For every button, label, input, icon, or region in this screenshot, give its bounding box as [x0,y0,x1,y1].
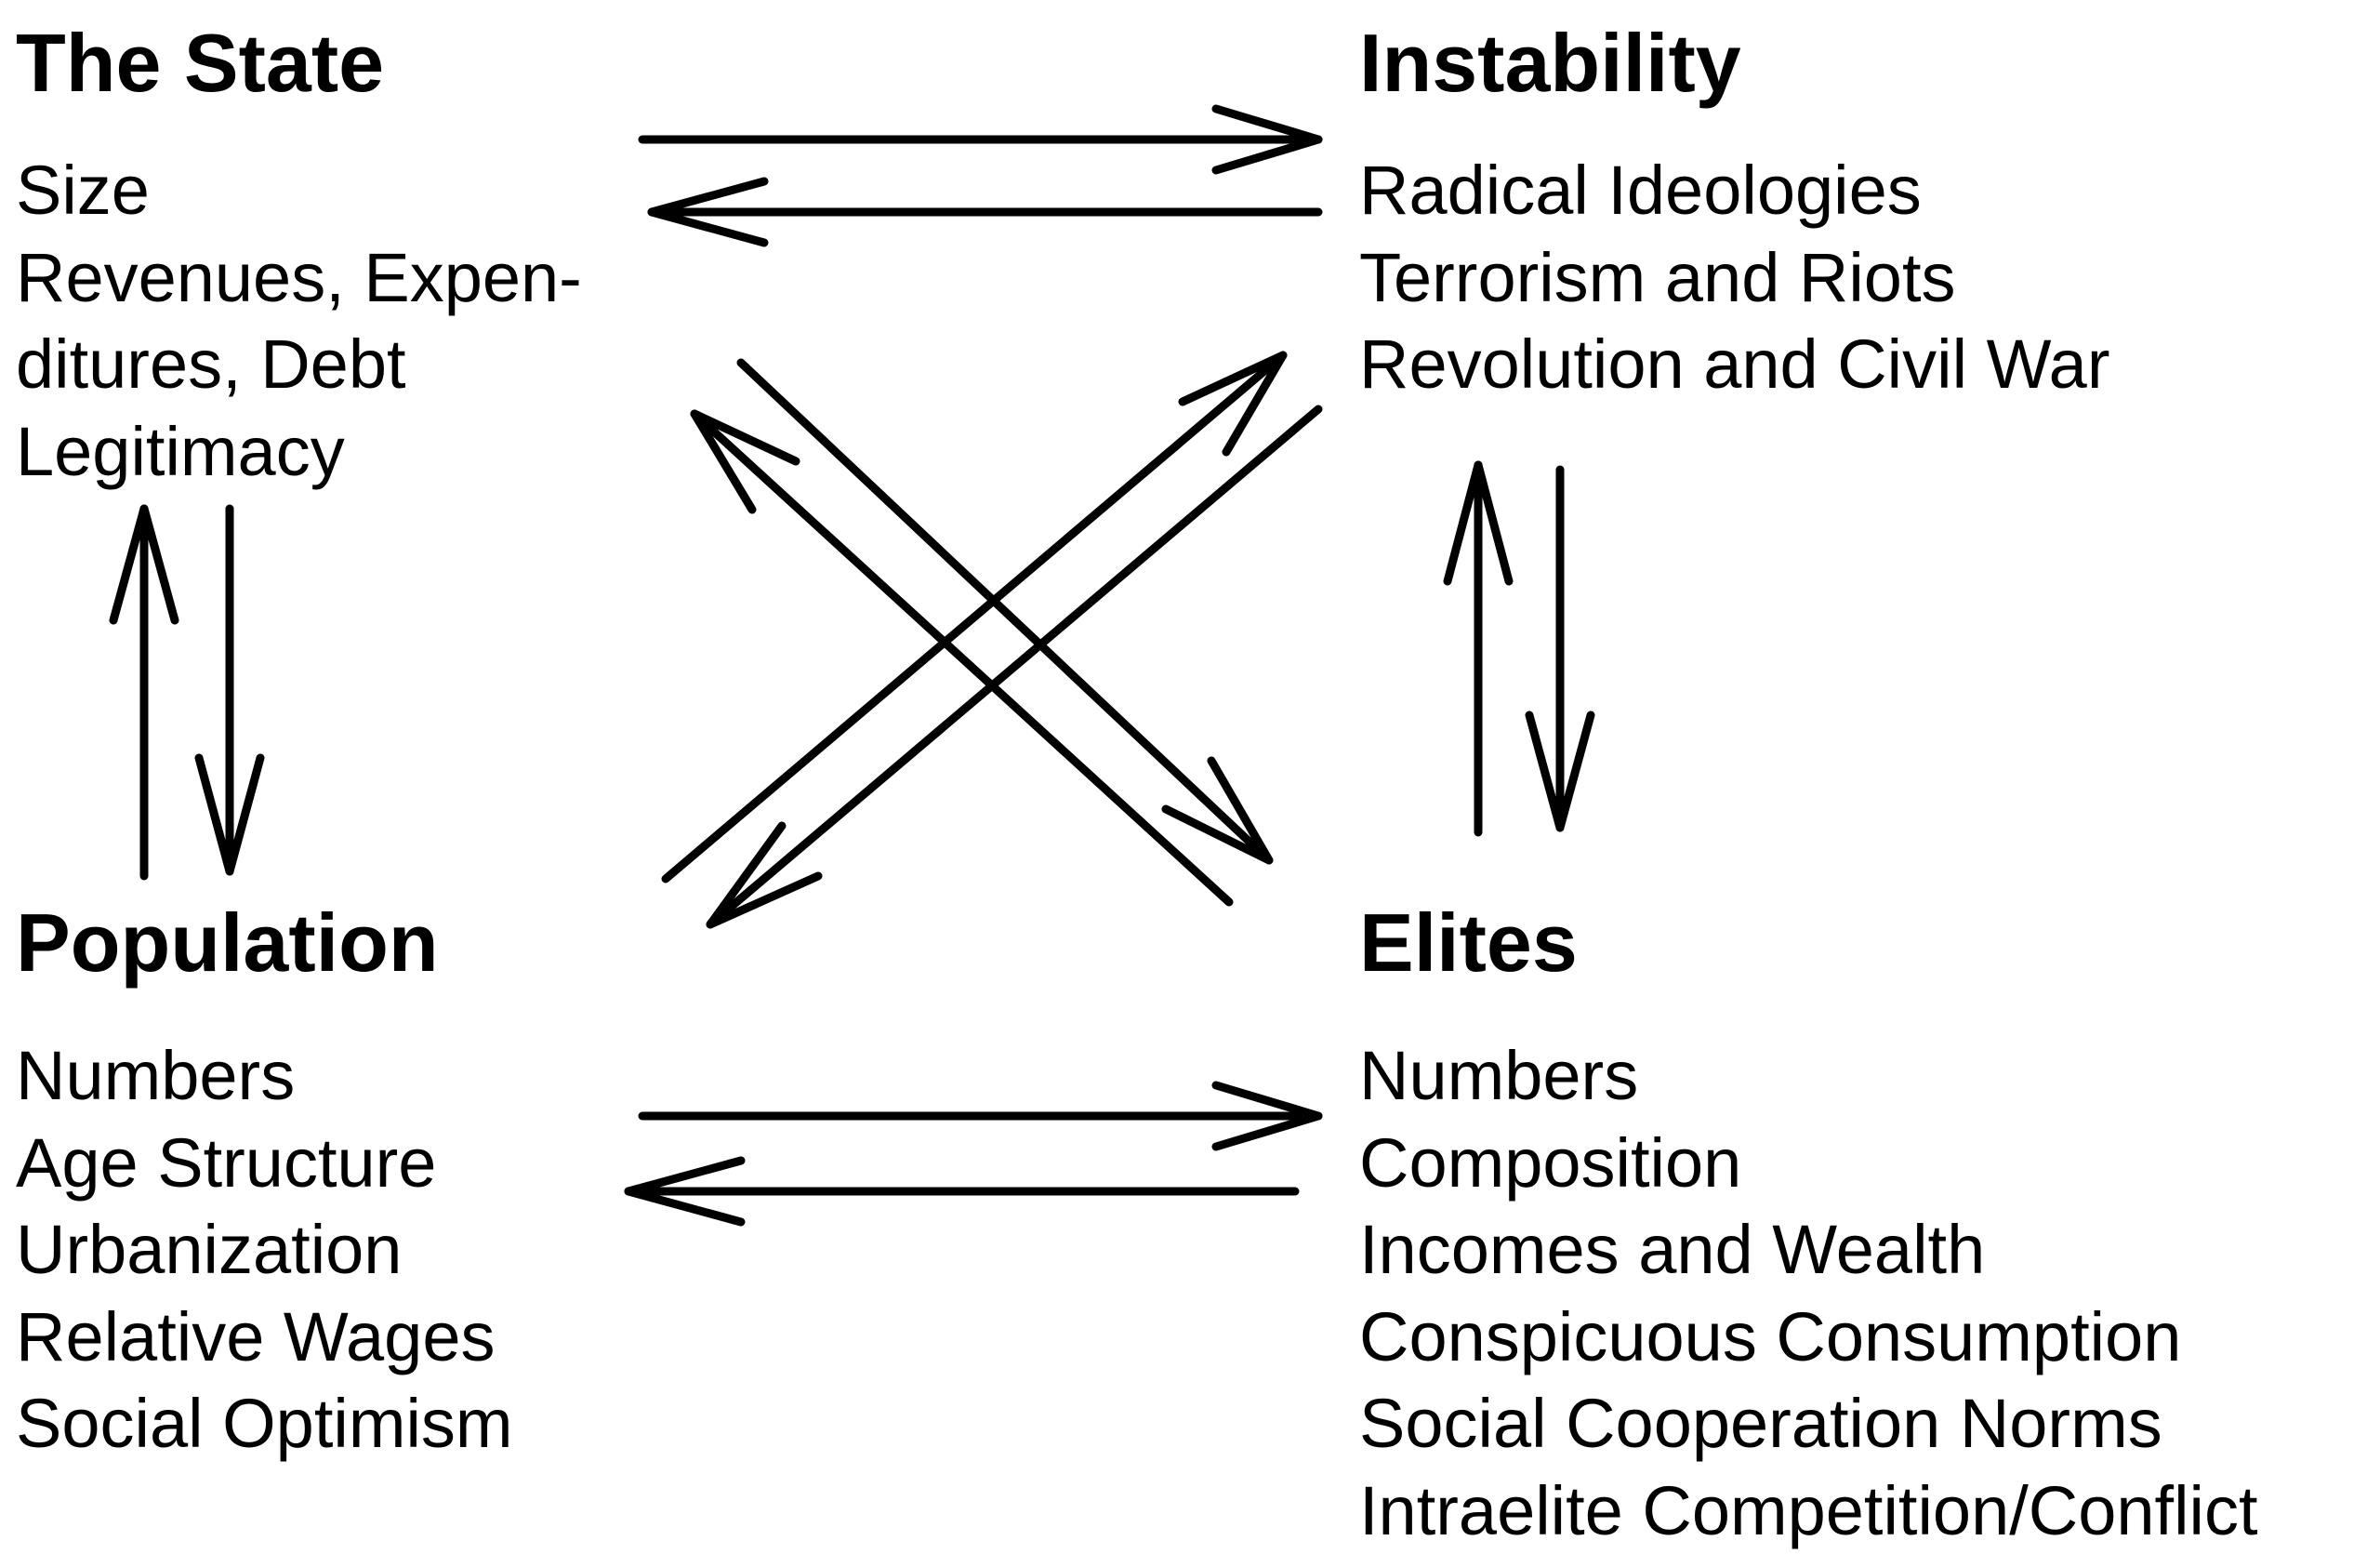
item-revenues-expen: Revenues, Expen- [16,234,582,322]
node-items-the-state: Size Revenues, Expen- ditures, Debt Legi… [16,147,582,495]
arrow-population-to-elites [642,1085,1318,1147]
item-social-cooperation-norms: Social Cooperation Norms [1359,1380,2258,1468]
node-elites: Elites Numbers Composition Incomes and W… [1359,898,2258,1554]
arrow-population-to-instability [666,355,1283,879]
node-title-instability: Instability [1359,19,2109,108]
node-items-population: Numbers Age Structure Urbanization Relat… [16,1032,513,1468]
item-age-structure: Age Structure [16,1120,513,1207]
item-incomes-and-wealth: Incomes and Wealth [1359,1206,2258,1294]
item-urbanization: Urbanization [16,1206,513,1294]
arrow-population-to-state [113,509,175,876]
item-ditures-debt: ditures, Debt [16,321,582,408]
node-items-instability: Radical Ideologies Terrorism and Riots R… [1359,147,2109,408]
node-instability: Instability Radical Ideologies Terrorism… [1359,19,2109,408]
arrow-state-to-population [199,509,260,871]
item-intraelite-competition-conflict: Intraelite Competition/Conflict [1359,1468,2258,1554]
item-composition: Composition [1359,1120,2258,1207]
item-legitimacy: Legitimacy [16,408,582,496]
item-terrorism-and-riots: Terrorism and Riots [1359,234,2109,322]
arrow-instability-to-population [710,409,1318,924]
arrow-elites-to-population [628,1161,1295,1222]
node-items-elites: Numbers Composition Incomes and Wealth C… [1359,1032,2258,1554]
item-radical-ideologies: Radical Ideologies [1359,147,2109,234]
item-social-optimism: Social Optimism [16,1380,513,1468]
node-the-state: The State Size Revenues, Expen- ditures,… [16,19,582,495]
node-title-elites: Elites [1359,898,2258,988]
node-population: Population Numbers Age Structure Urbaniz… [16,898,513,1468]
item-revolution-and-civil-war: Revolution and Civil War [1359,321,2109,408]
node-title-population: Population [16,898,513,988]
arrow-state-to-instability [642,109,1318,170]
item-elites-numbers: Numbers [1359,1032,2258,1120]
item-conspicuous-consumption: Conspicuous Consumption [1359,1294,2258,1381]
node-title-the-state: The State [16,19,582,108]
arrow-instability-to-state [652,181,1318,243]
item-size: Size [16,147,582,234]
item-population-numbers: Numbers [16,1032,513,1120]
arrow-instability-to-elites [1529,470,1591,828]
item-relative-wages: Relative Wages [16,1294,513,1381]
arrow-elites-to-instability [1448,465,1509,832]
